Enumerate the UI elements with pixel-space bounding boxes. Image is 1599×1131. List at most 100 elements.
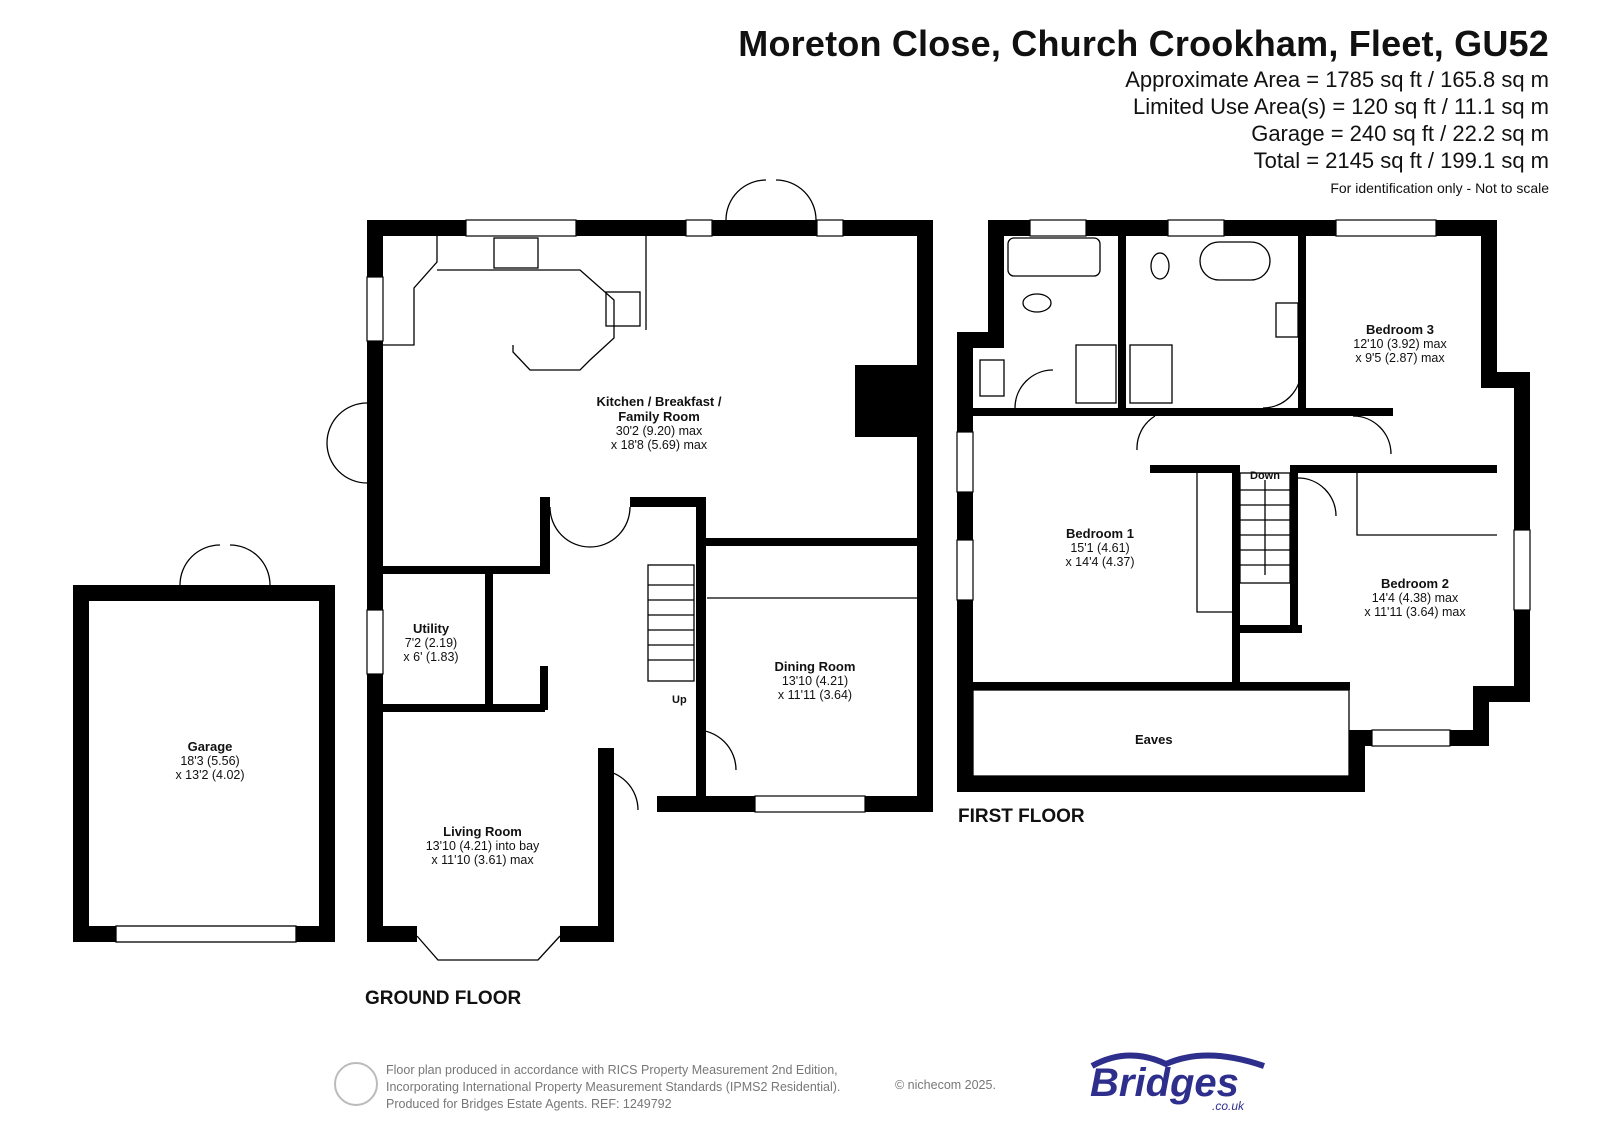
room-bedroom2-name: Bedroom 2 [1381,576,1449,591]
room-living-name: Living Room [443,824,522,839]
kitchen-island [437,269,615,371]
window [956,431,974,493]
window [1371,729,1451,747]
room-bedroom3-dim-2: x 9'5 (2.87) max [1355,351,1445,365]
room-dining-dim-2: x 11'11 (3.64) [777,688,853,702]
area-approximate: Approximate Area = 1785 sq ft / 165.8 sq… [1125,67,1549,92]
window [1029,219,1087,237]
house-wall [917,220,933,812]
room-bedroom3-name: Bedroom 3 [1366,322,1434,337]
room-utility-name: Utility [412,621,450,636]
stairs-up-label: Up [672,694,687,706]
house-wall [1481,220,1497,380]
bay-window [416,935,561,961]
garage-wall [319,585,335,942]
room-dining-name: Dining Room [774,659,856,674]
internal-wall [375,566,550,574]
house-wall [367,926,417,942]
staircase [1239,472,1291,584]
internal-wall [1118,236,1126,408]
house-wall [957,776,1365,792]
room-garage-dim-1: 18'3 (5.56) [180,754,240,768]
room-dining: Dining Room 13'10 (4.21) x 11'11 (3.64) [740,659,890,702]
kitchen-sink [493,237,539,269]
window [366,609,384,675]
shower [1129,344,1173,404]
toilet [1150,252,1170,280]
brand-arches [1090,1052,1265,1069]
bedroom1-wardrobe [1196,473,1232,613]
room-bedroom1-name: Bedroom 1 [1066,526,1134,541]
shower [1075,344,1117,404]
room-bedroom3-dim-1: 12'10 (3.92) max [1353,337,1447,351]
internal-wall [973,408,1393,416]
front-door [597,769,639,811]
room-bedroom2-dim-2: x 11'11 (3.64) max [1364,605,1466,619]
room-utility: Utility 7'2 (2.19) x 6' (1.83) [376,621,486,664]
garage-rear-doors [179,544,271,586]
internal-wall [1290,465,1298,625]
room-living-dim-1: 13'10 (4.21) into bay [425,839,540,853]
area-total: Total = 2145 sq ft / 199.1 sq m [1253,148,1549,173]
door [1352,415,1392,455]
internal-wall [1232,682,1350,690]
bath [1007,237,1101,277]
internal-wall [1232,465,1240,690]
door [1136,415,1156,451]
brand-domain: .co.uk [1212,1099,1245,1112]
room-garage-name: Garage [187,739,233,754]
eaves-area [972,689,1350,777]
bath [1199,241,1271,281]
internal-wall [375,704,545,712]
room-kitchen-name-1: Kitchen / Breakfast / [596,394,722,409]
internal-wall [630,497,706,507]
internal-wall [1298,465,1497,473]
toilet [1022,293,1052,313]
house-wall [598,748,614,942]
kitchen-side-doors [326,402,368,484]
ground-floor-label: GROUND FLOOR [365,988,522,1009]
internal-wall [540,497,550,567]
bedroom2-wardrobe [1356,473,1497,536]
internal-wall [696,497,706,811]
brand-logo-mark: Bridges .co.uk [1090,1052,1265,1113]
internal-wall [1298,236,1306,408]
door [1262,369,1302,409]
room-bedroom1-dim-2: x 14'4 (4.37) [1065,555,1135,569]
basin [1275,302,1299,338]
room-utility-dim-1: 7'2 (2.19) [404,636,458,650]
footer-notes: Floor plan produced in accordance with R… [386,1062,840,1113]
door [1297,477,1337,517]
internal-wall [540,666,548,710]
room-eaves-name: Eaves [1135,732,1173,747]
footer-line-2: Incorporating International Property Mea… [386,1080,841,1094]
room-dining-dim-1: 13'10 (4.21) [781,674,849,688]
room-living: Living Room 13'10 (4.21) into bay x 11'1… [400,824,565,867]
ground-floor-windows [366,219,866,813]
house-wall [988,220,1004,340]
footer-line-1: Floor plan produced in accordance with R… [386,1063,838,1077]
dining-door [695,729,737,771]
staircase [647,564,695,682]
room-bedroom2-dim-1: 14'4 (4.38) max [1371,591,1459,605]
room-utility-dim-2: x 6' (1.83) [403,650,459,664]
internal-wall [1232,625,1302,633]
kitchen-worktop [383,236,438,346]
area-garage: Garage = 240 sq ft / 22.2 sq m [1251,121,1549,146]
house-wall [367,220,383,942]
window [1335,219,1437,237]
brand-name: Bridges [1090,1061,1239,1105]
window [685,219,713,237]
internal-wall [973,682,1232,690]
room-kitchen-dim-1: 30'2 (9.20) max [615,424,703,438]
garage-door [115,925,297,943]
room-kitchen: Kitchen / Breakfast / Family Room 30'2 (… [570,394,748,452]
ground-floor-lines [115,179,917,961]
room-living-dim-2: x 11'10 (3.61) max [431,853,534,867]
window [956,539,974,601]
internal-wall [704,538,933,546]
internal-wall [485,566,493,706]
room-bedroom1-dim-1: 15'1 (4.61) [1070,541,1130,555]
hob [605,291,641,327]
